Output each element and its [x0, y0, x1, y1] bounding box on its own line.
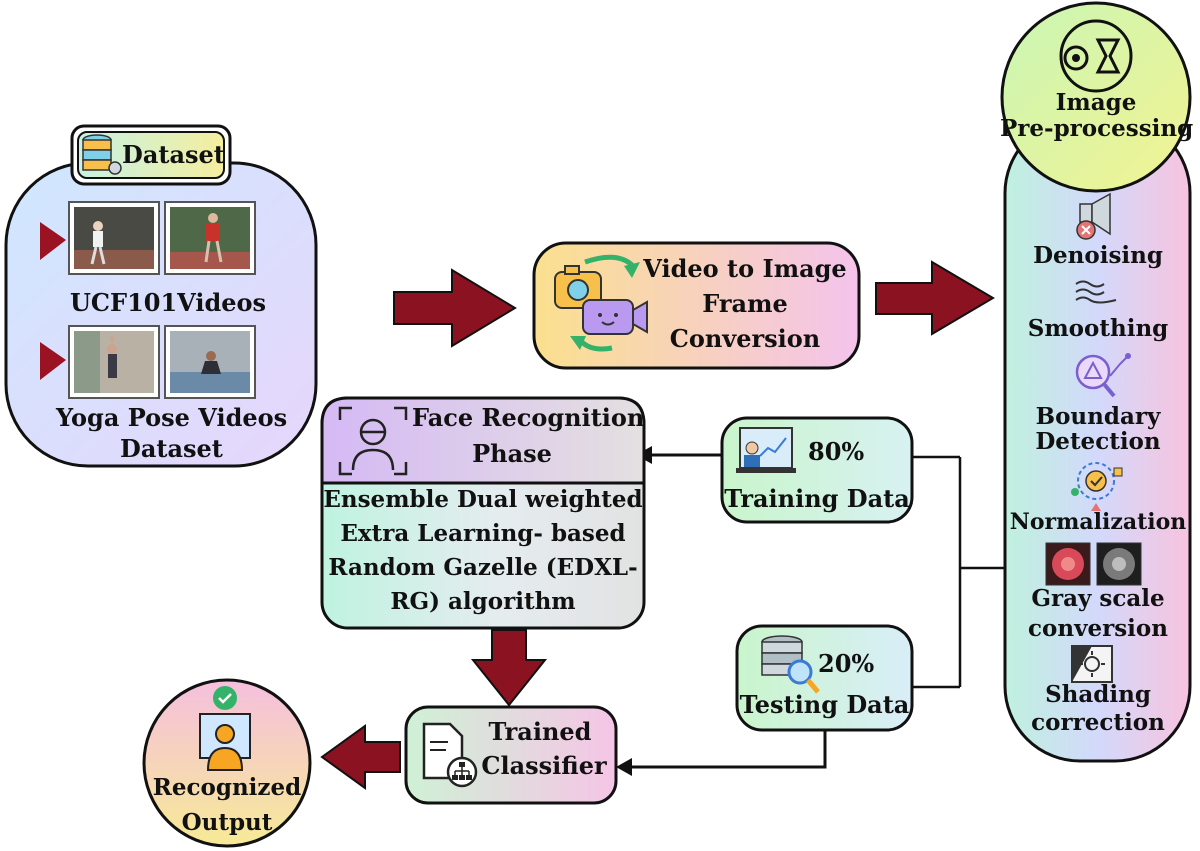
testing-to-classifier-line: [630, 730, 827, 769]
conversion-box: [532, 241, 861, 370]
step-denoising: Denoising: [1033, 242, 1163, 269]
arrow-face-to-classifier: [470, 629, 548, 707]
split-connector-lines: [912, 455, 1005, 689]
step-boundary-line1: Boundary: [1035, 403, 1161, 430]
algorithm-line4: RG) algorithm: [390, 588, 576, 615]
color-flower-image: [1045, 542, 1091, 586]
database-icon: [82, 134, 122, 175]
step-grayscale-line1: Gray scale: [1031, 585, 1165, 612]
classifier-line2: Classifier: [481, 751, 607, 780]
yoga-dataset-label: Dataset: [120, 434, 223, 463]
testing-percent: 20%: [818, 649, 875, 678]
dataset-badge-label: Dataset: [122, 140, 225, 169]
yoga-pose-videos-label: Yoga Pose Videos: [56, 403, 288, 432]
step-shading-line2: correction: [1031, 709, 1165, 736]
step-normalization: Normalization: [1009, 509, 1187, 535]
face-recognition-header: [320, 396, 646, 485]
yoga-video-thumbnail-2: [164, 325, 256, 399]
face-title-line2: Phase: [472, 439, 552, 468]
play-icon: [40, 222, 66, 260]
conversion-label-line1: Video to Image: [643, 254, 847, 283]
recognized-user-icon: [199, 686, 251, 771]
testing-to-classifier-arrowhead: [616, 758, 632, 776]
preprocessing-header-circle: [1000, 1, 1192, 193]
step-shading-line1: Shading: [1045, 681, 1151, 708]
shading-correction-icon: [1071, 645, 1113, 683]
yoga-video-thumbnail-1: [68, 325, 160, 399]
video-conversion-icon: [554, 254, 648, 352]
training-label: Training Data: [724, 484, 910, 513]
ucf101-videos-label: UCF101Videos: [70, 288, 267, 317]
gear-hourglass-icon: [1059, 19, 1133, 93]
classifier-line1: Trained: [488, 717, 592, 746]
boundary-detection-icon: [1075, 353, 1131, 398]
play-icon: [40, 342, 66, 380]
step-boundary-line2: Detection: [1035, 428, 1161, 455]
smoothing-waves-icon: [1075, 280, 1117, 304]
algorithm-line1: Ensemble Dual weighted: [323, 486, 643, 513]
database-search-icon: [761, 635, 820, 694]
algorithm-line3: Random Gazelle (EDXL-: [328, 554, 638, 581]
face-title-line1: Face Recognition: [412, 403, 645, 432]
speaker-mute-icon: [1076, 192, 1111, 240]
tennis-video-thumbnail-2: [164, 201, 256, 275]
algorithm-line2: Extra Learning- based: [340, 520, 626, 547]
conversion-label-line3: Conversion: [669, 324, 821, 353]
document-hierarchy-icon: [422, 722, 478, 788]
preprocessing-title-line2: Pre-processing: [1000, 115, 1194, 142]
testing-label: Testing Data: [739, 690, 910, 719]
tennis-video-thumbnail-1: [68, 201, 160, 275]
training-percent: 80%: [808, 437, 865, 466]
step-smoothing: Smoothing: [1027, 315, 1169, 342]
face-scan-icon: [338, 406, 408, 476]
training-presentation-icon: [736, 427, 796, 473]
output-line2: Output: [181, 809, 273, 836]
arrow-conversion-to-preprocessing: [875, 260, 995, 336]
grayscale-flower-image: [1096, 542, 1142, 586]
conversion-label-line2: Frame: [702, 289, 788, 318]
preprocessing-title-line1: Image: [1055, 89, 1137, 116]
arrow-classifier-to-output: [320, 724, 401, 790]
normalization-icon: [1071, 462, 1123, 511]
output-line1: Recognized: [152, 774, 302, 801]
step-grayscale-line2: conversion: [1028, 615, 1168, 642]
arrow-dataset-to-conversion: [393, 268, 517, 348]
